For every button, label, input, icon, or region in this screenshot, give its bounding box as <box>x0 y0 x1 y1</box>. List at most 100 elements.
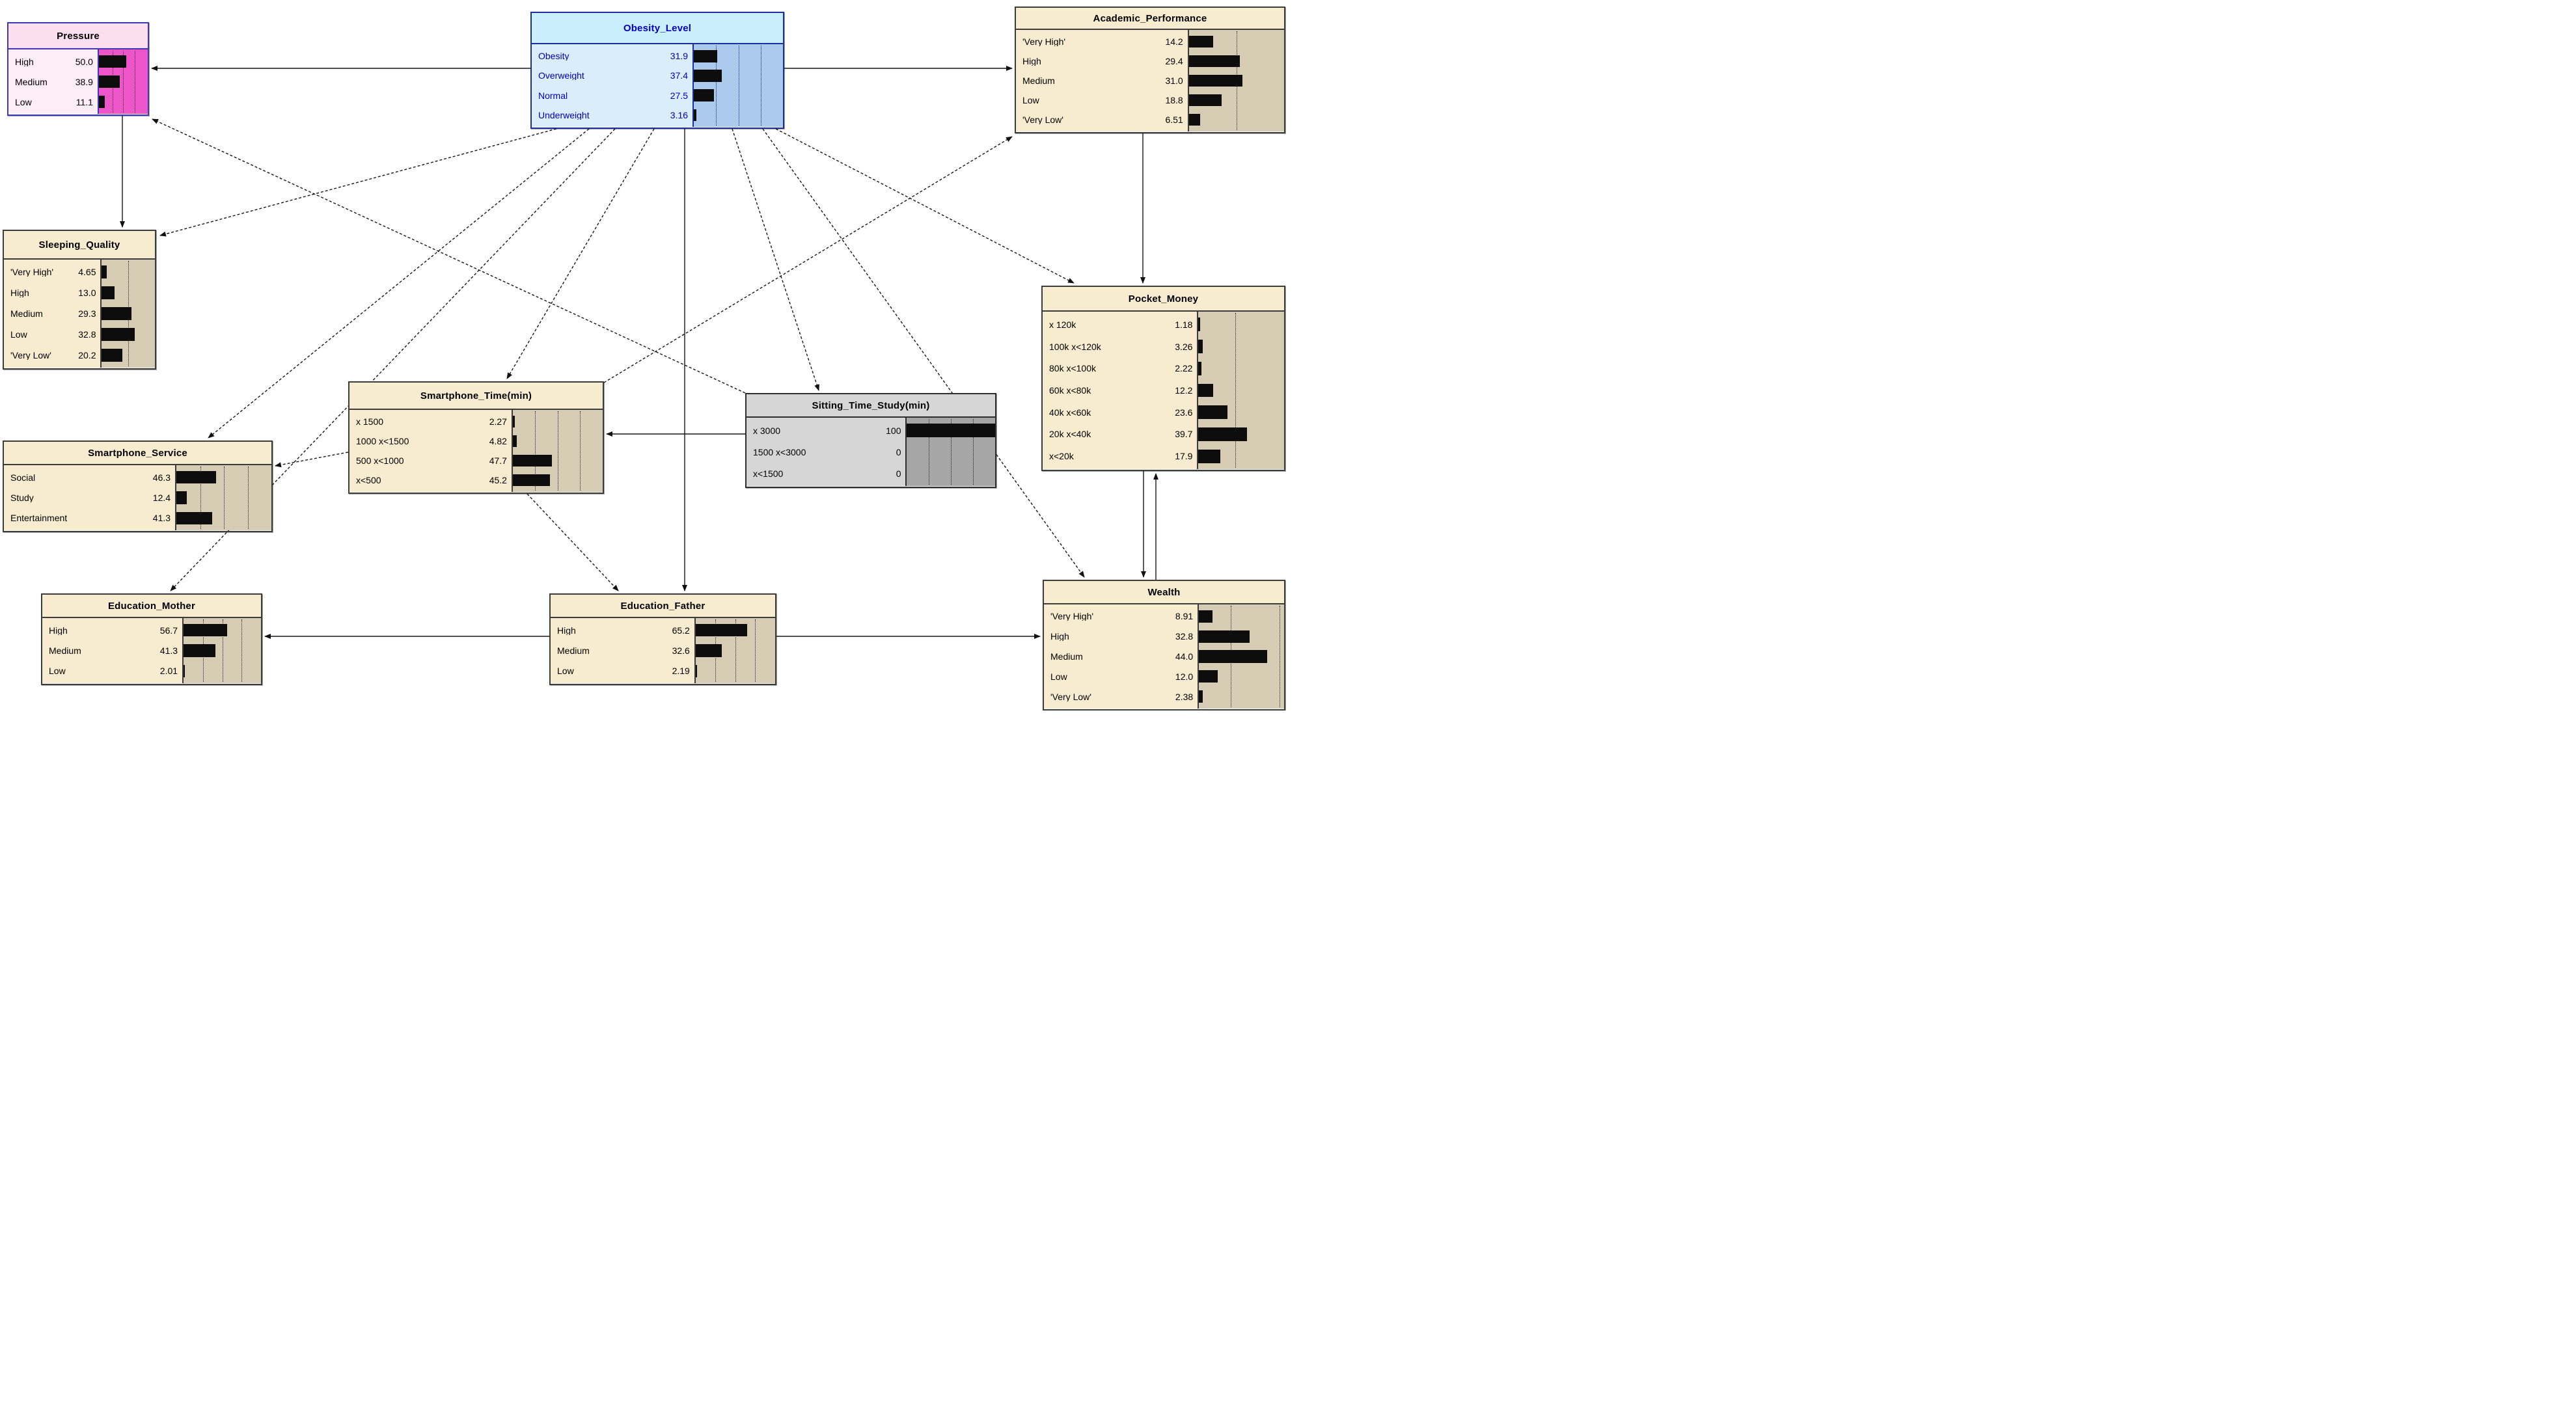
belief-bar <box>1188 113 1200 126</box>
belief-bar-area <box>182 618 261 683</box>
state-label: Study <box>10 493 34 502</box>
belief-bar-row <box>98 72 148 92</box>
edge-obesity-to-sleeping <box>159 128 557 237</box>
state-label: 1500 x<3000 <box>753 447 806 457</box>
edge-obesity-to-pocket <box>775 128 1075 284</box>
state-probability: 8.91 <box>1175 611 1194 622</box>
state-row[interactable]: x<1500 0 <box>753 469 905 478</box>
state-probability: 32.6 <box>672 645 690 656</box>
belief-bar <box>184 644 216 657</box>
belief-bar-area <box>97 49 148 114</box>
state-row[interactable]: 'Very High'8.91 <box>1050 612 1198 621</box>
state-probability: 2.22 <box>1175 363 1193 374</box>
state-row[interactable]: 'Very High'14.2 <box>1022 37 1188 46</box>
state-probability: 39.7 <box>1175 429 1193 440</box>
state-row[interactable]: 'Very Low'2.38 <box>1050 692 1198 701</box>
node-title: Smartphone_Service <box>88 447 187 459</box>
state-row[interactable]: 'Very High'4.65 <box>10 267 100 277</box>
state-row[interactable]: 'Very Low'6.51 <box>1022 115 1188 124</box>
state-label: 100k x<120k <box>1049 342 1101 351</box>
belief-bar <box>694 49 718 62</box>
state-row[interactable]: 'Very Low'20.2 <box>10 351 100 360</box>
gridline <box>735 619 736 682</box>
belief-bar-area <box>100 260 155 368</box>
belief-bar <box>1188 74 1243 87</box>
belief-bar <box>176 470 217 484</box>
state-probability: 0 <box>896 468 901 479</box>
gridline <box>200 467 201 529</box>
belief-bar <box>102 349 122 362</box>
state-label: x<1500 <box>753 468 784 478</box>
belief-bar-area <box>1198 604 1284 709</box>
node-title: Academic_Performance <box>1093 12 1207 24</box>
belief-bar-row <box>1188 90 1284 110</box>
state-probability: 29.3 <box>78 308 96 319</box>
belief-bar-row <box>512 470 603 490</box>
belief-bar-row <box>512 451 603 470</box>
state-label: High <box>10 288 29 297</box>
state-label: Low <box>557 666 574 676</box>
belief-bar-row <box>102 262 155 282</box>
state-probability: 46.3 <box>152 472 171 483</box>
edges-layer <box>120 66 1158 639</box>
state-label: Low <box>1050 671 1067 681</box>
state-probability: 2.38 <box>1175 691 1194 702</box>
belief-bar <box>512 474 550 487</box>
belief-bar-area <box>1197 312 1284 469</box>
state-label: 'Very Low' <box>1022 115 1063 124</box>
belief-bar <box>1198 361 1201 375</box>
